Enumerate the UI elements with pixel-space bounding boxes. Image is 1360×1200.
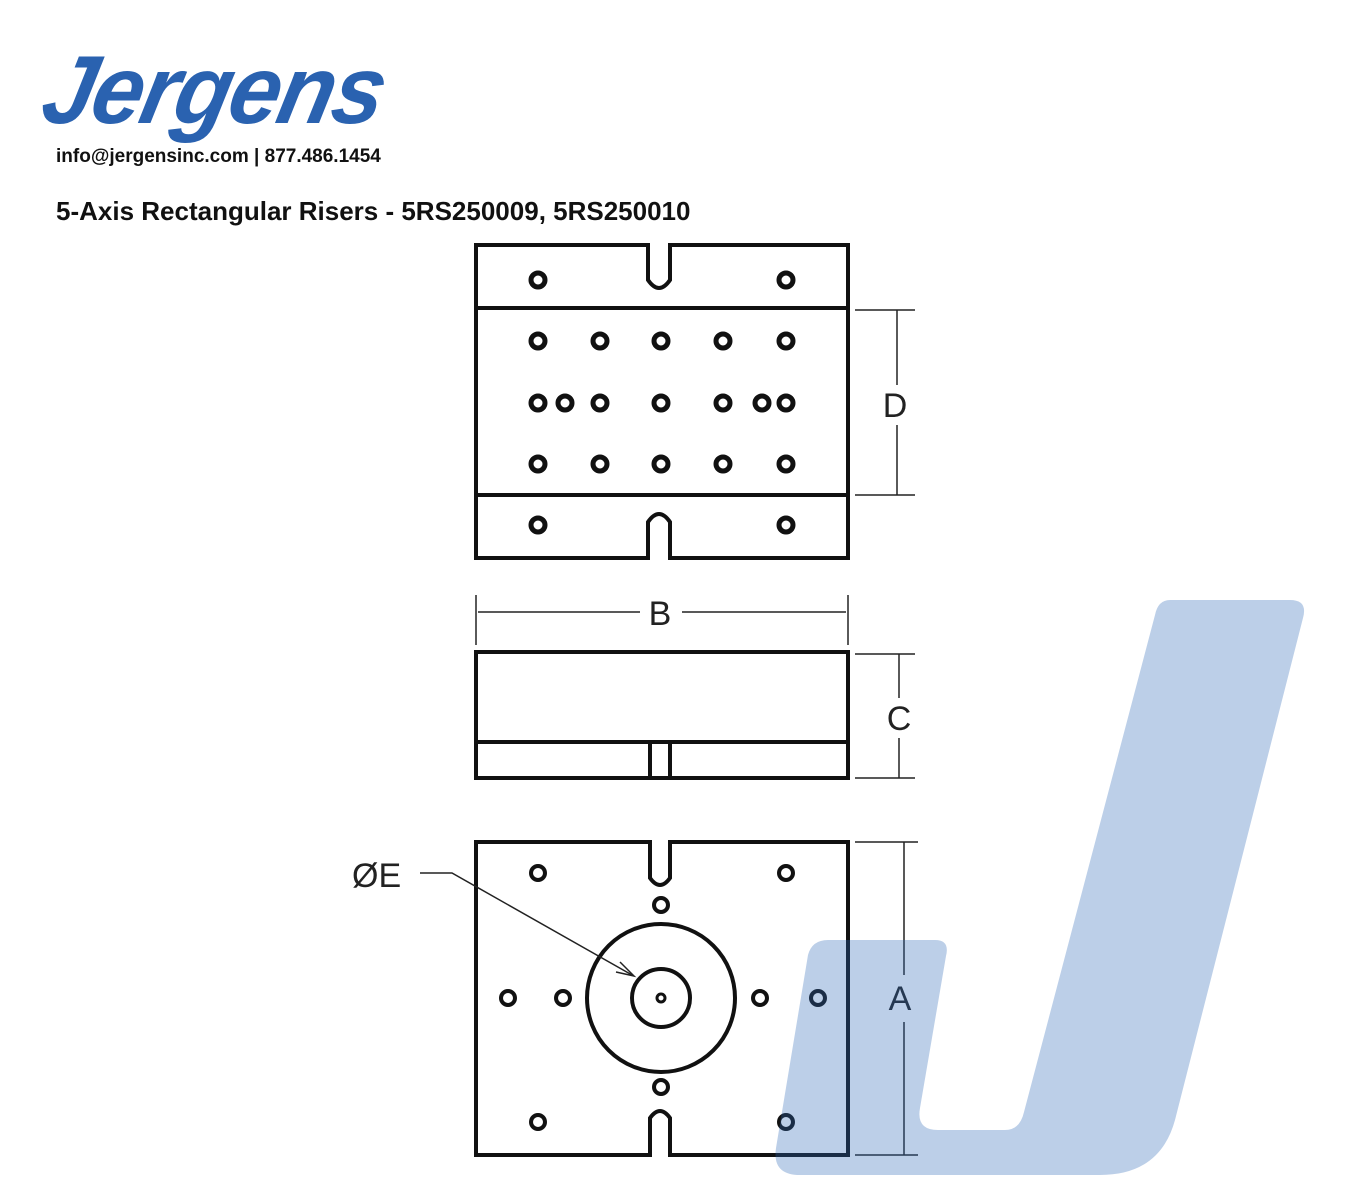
mounting-hole xyxy=(590,393,610,413)
mounting-hole xyxy=(555,393,575,413)
dimension-d xyxy=(855,309,915,496)
dimension-a xyxy=(855,841,918,1156)
mounting-hole xyxy=(713,331,733,351)
dimension-label-a: A xyxy=(889,980,912,1018)
dimension-label-c: C xyxy=(887,700,912,738)
bottom-view xyxy=(474,840,850,1157)
mounting-hole xyxy=(751,989,769,1007)
mounting-hole xyxy=(528,454,548,474)
mounting-hole xyxy=(651,393,671,413)
mounting-hole xyxy=(776,515,796,535)
mounting-hole xyxy=(590,454,610,474)
mounting-hole xyxy=(554,989,572,1007)
side-view xyxy=(474,650,850,780)
mounting-hole xyxy=(713,454,733,474)
watermark-j-shape xyxy=(775,600,1305,1175)
page-title: 5-Axis Rectangular Risers - 5RS250009, 5… xyxy=(56,196,691,226)
mounting-hole xyxy=(809,989,827,1007)
mounting-hole xyxy=(528,331,548,351)
mounting-hole xyxy=(713,393,733,413)
top-view xyxy=(474,243,850,560)
mounting-hole xyxy=(651,331,671,351)
mounting-hole xyxy=(776,454,796,474)
leader-e xyxy=(420,872,637,978)
separator: | xyxy=(254,146,260,167)
contact-phone: 877.486.1454 xyxy=(264,146,381,167)
mounting-hole xyxy=(776,393,796,413)
dimension-b xyxy=(475,595,849,645)
mounting-hole xyxy=(776,331,796,351)
mounting-hole xyxy=(652,896,670,914)
mounting-hole xyxy=(752,393,772,413)
dimension-label-d: D xyxy=(883,387,908,425)
mounting-hole xyxy=(528,515,548,535)
mounting-hole xyxy=(652,1078,670,1096)
mounting-hole xyxy=(528,393,548,413)
mounting-hole xyxy=(528,270,548,290)
mounting-hole xyxy=(777,864,795,882)
mounting-hole xyxy=(651,454,671,474)
contact-email[interactable]: info@jergensinc.com xyxy=(56,146,249,167)
dimension-label-e: ØE xyxy=(352,857,401,895)
mounting-hole xyxy=(777,1113,795,1131)
mounting-hole xyxy=(499,989,517,1007)
dimension-label-b: B xyxy=(649,595,672,633)
mounting-hole xyxy=(529,864,547,882)
mounting-hole xyxy=(590,331,610,351)
dimension-c xyxy=(855,653,915,779)
mounting-hole xyxy=(529,1113,547,1131)
mounting-hole xyxy=(776,270,796,290)
contact-line: info@jergensinc.com | 877.486.1454 xyxy=(56,146,381,168)
